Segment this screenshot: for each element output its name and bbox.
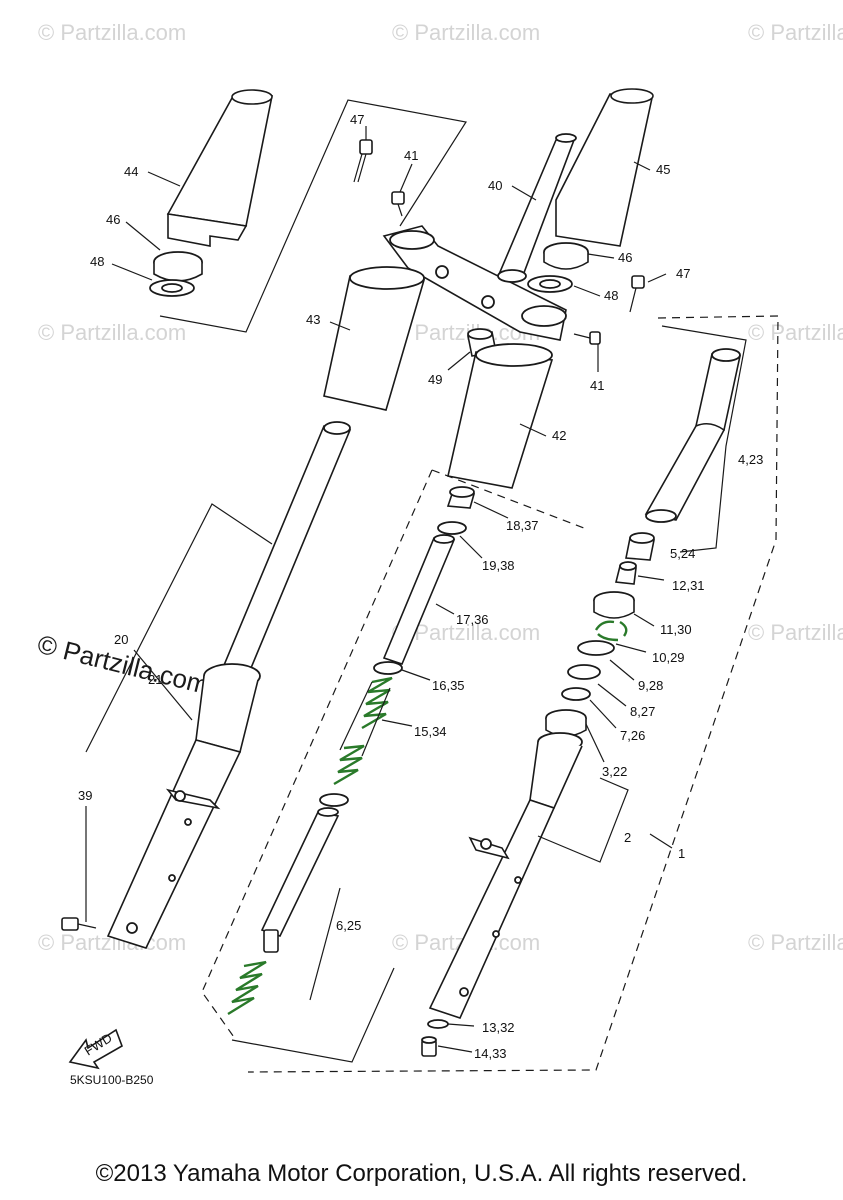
inner-tube-left bbox=[220, 421, 352, 682]
callout-4-23: 4,23 bbox=[738, 452, 763, 467]
callout-46: 46 bbox=[618, 250, 632, 265]
seal-ring bbox=[561, 687, 591, 701]
copyright-notice: ©2013 Yamaha Motor Corporation, U.S.A. A… bbox=[95, 1160, 748, 1187]
callout-14-33: 14,33 bbox=[474, 1046, 507, 1061]
watermark: © Partzilla.com bbox=[748, 620, 843, 645]
callout-10-29: 10,29 bbox=[652, 650, 685, 665]
callout-40: 40 bbox=[488, 178, 502, 193]
upper-cover-right bbox=[555, 88, 654, 247]
callout-leaders bbox=[111, 126, 673, 1053]
callout-44: 44 bbox=[124, 164, 138, 179]
callout-3-22: 3,22 bbox=[602, 764, 627, 779]
callout-18-37: 18,37 bbox=[506, 518, 539, 533]
rebound-spring bbox=[227, 960, 267, 1016]
steering-stem bbox=[497, 133, 577, 283]
pinch-bolt-right bbox=[573, 331, 601, 345]
diagram-code: 5KSU100-B250 bbox=[70, 1073, 154, 1087]
leader-line bbox=[85, 503, 273, 753]
fork-spring bbox=[333, 676, 393, 786]
callout-15-34: 15,34 bbox=[414, 724, 447, 739]
callout-39: 39 bbox=[78, 788, 92, 803]
slide-metal bbox=[625, 532, 655, 561]
callout-17-36: 17,36 bbox=[456, 612, 489, 627]
cap-bolt bbox=[446, 486, 476, 509]
piston-ring bbox=[319, 793, 349, 807]
callout-48: 48 bbox=[604, 288, 618, 303]
callout-49: 49 bbox=[428, 372, 442, 387]
inner-parts-enclosure bbox=[201, 469, 585, 1041]
upper-bracket bbox=[382, 225, 567, 341]
callout-21: 21 bbox=[148, 672, 162, 687]
washer-left bbox=[149, 279, 195, 297]
washer bbox=[577, 640, 615, 656]
callout-42: 42 bbox=[552, 428, 566, 443]
callout-labels: 44 46 48 47 41 40 45 46 48 47 41 43 49 4… bbox=[78, 112, 763, 1061]
dust-seal bbox=[545, 709, 587, 737]
callout-47: 47 bbox=[350, 112, 364, 127]
watermark: © Partzilla.com bbox=[392, 20, 540, 45]
copper-washer bbox=[427, 1019, 449, 1029]
leader-line bbox=[133, 649, 193, 721]
callout-19-38: 19,38 bbox=[482, 558, 515, 573]
bolt-right bbox=[629, 275, 645, 313]
callout-47: 47 bbox=[676, 266, 690, 281]
callout-48: 48 bbox=[90, 254, 104, 269]
spacer-pipe bbox=[382, 534, 456, 665]
callout-41: 41 bbox=[590, 378, 604, 393]
fork-cover-43 bbox=[323, 266, 426, 411]
callout-20: 20 bbox=[114, 632, 128, 647]
callout-1: 1 bbox=[678, 846, 685, 861]
watermark: © Partzilla.com bbox=[38, 320, 186, 345]
callout-41: 41 bbox=[404, 148, 418, 163]
watermark: © Partzilla.com bbox=[38, 20, 186, 45]
callout-6-25: 6,25 bbox=[336, 918, 361, 933]
fork-cover-42 bbox=[447, 343, 554, 489]
callout-8-27: 8,27 bbox=[630, 704, 655, 719]
callout-2: 2 bbox=[624, 830, 631, 845]
oil-seal-left bbox=[195, 663, 261, 753]
callout-9-28: 9,28 bbox=[638, 678, 663, 693]
ring-nut-left bbox=[153, 251, 203, 282]
watermark: © Partzilla.com bbox=[748, 320, 843, 345]
callout-43: 43 bbox=[306, 312, 320, 327]
spring-seat-washer bbox=[373, 661, 403, 675]
dust-seal-spacer bbox=[567, 664, 601, 680]
drain-bolt bbox=[61, 917, 97, 931]
callout-7-26: 7,26 bbox=[620, 728, 645, 743]
oil-seal bbox=[593, 591, 635, 619]
callout-13-32: 13,32 bbox=[482, 1020, 515, 1035]
leader-line bbox=[231, 887, 395, 1063]
circlip bbox=[594, 620, 628, 642]
inner-tube-right bbox=[644, 348, 741, 523]
bolt-top bbox=[353, 139, 373, 183]
upper-cover-left bbox=[166, 89, 273, 247]
leader-line bbox=[661, 325, 747, 553]
outer-tube-right bbox=[428, 732, 583, 1019]
callout-46: 46 bbox=[106, 212, 120, 227]
fwd-arrow-icon: FWD bbox=[68, 1028, 123, 1070]
pinch-bolt-top bbox=[391, 191, 405, 217]
callout-5-24: 5,24 bbox=[670, 546, 695, 561]
bracket-enclosure-line bbox=[159, 99, 467, 333]
callout-11-30: 11,30 bbox=[660, 622, 692, 637]
watermark: © Partzilla.com bbox=[748, 930, 843, 955]
damper-rod bbox=[260, 807, 340, 953]
slide-bushing bbox=[615, 561, 637, 585]
ring-nut-right bbox=[543, 242, 589, 270]
o-ring bbox=[437, 521, 467, 535]
washer-right bbox=[527, 275, 573, 293]
callout-16-35: 16,35 bbox=[432, 678, 465, 693]
damper-rod-bolt bbox=[421, 1036, 437, 1057]
callout-45: 45 bbox=[656, 162, 670, 177]
leader-line bbox=[537, 777, 629, 863]
watermark: © Partzilla.com bbox=[748, 20, 843, 45]
outer-tube-left bbox=[106, 739, 242, 949]
callout-12-31: 12,31 bbox=[672, 578, 705, 593]
